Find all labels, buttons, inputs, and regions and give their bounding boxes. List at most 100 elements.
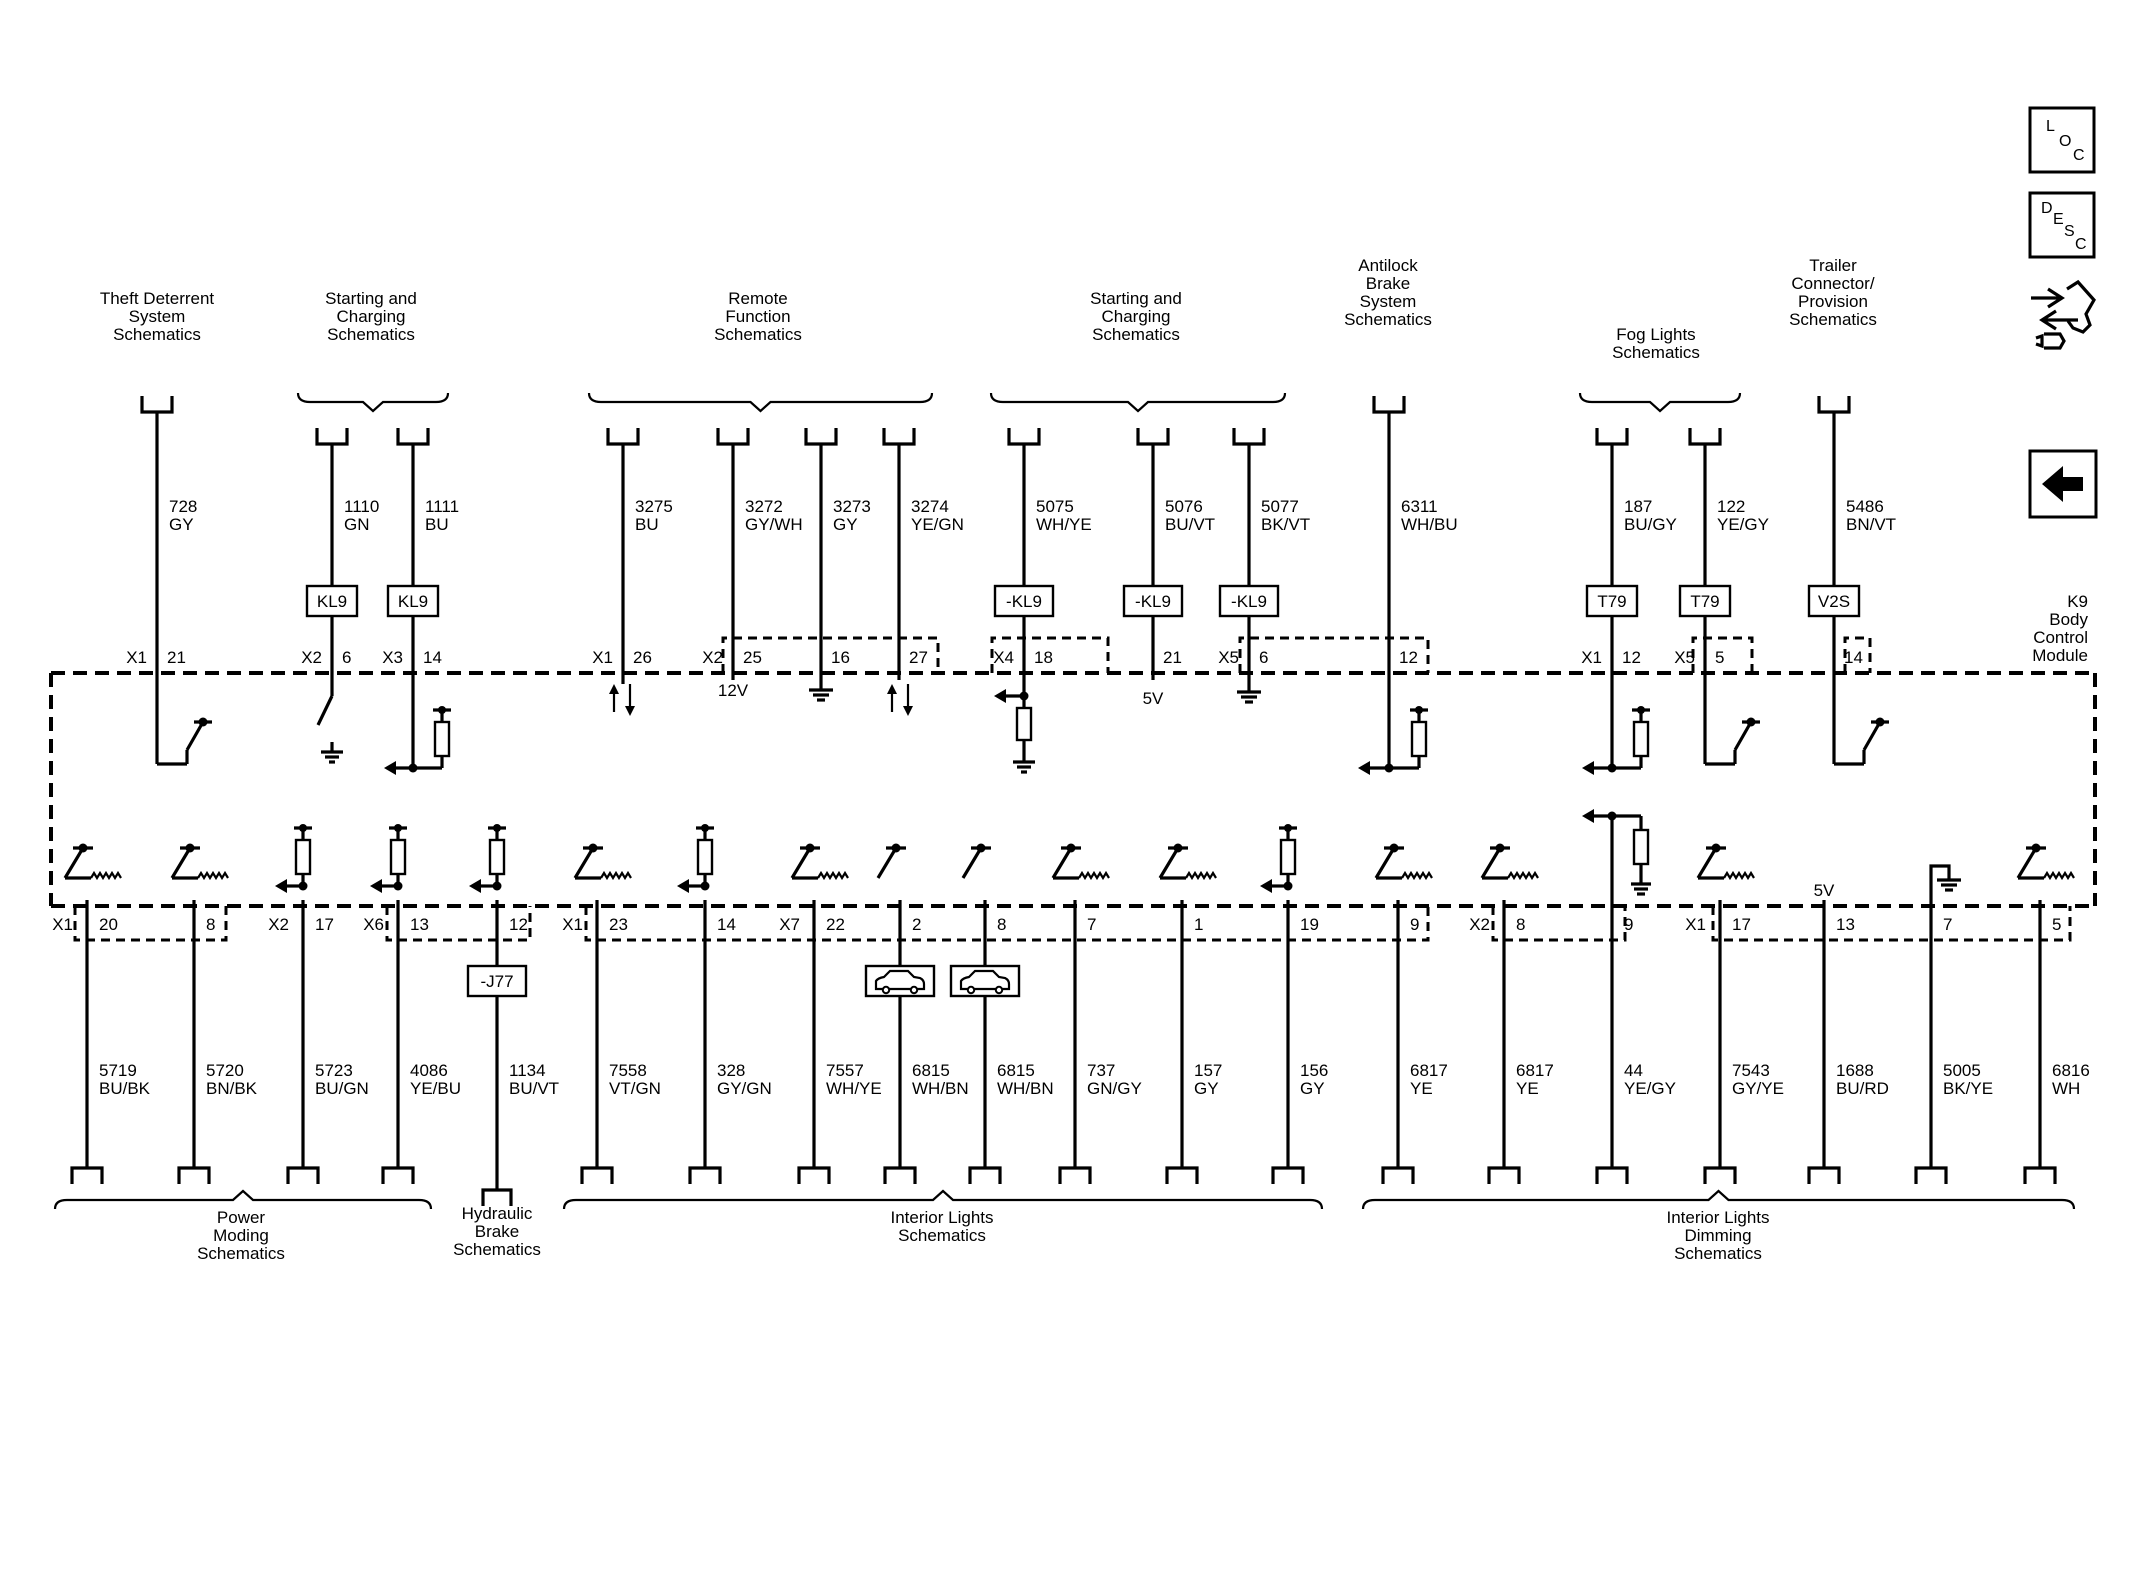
connector-id: X2 (702, 648, 723, 667)
resistor-symbol (696, 838, 714, 876)
description-button-letter: C (2075, 236, 2087, 253)
description-button-frame (2028, 191, 2096, 259)
pin-number: 13 (410, 915, 429, 934)
connector-outline (1711, 906, 2072, 942)
pwm-symbol (1507, 870, 1539, 881)
resistor-symbol (1279, 838, 1297, 876)
circuit-number: 5486 (1846, 497, 1884, 516)
option-code-box (1678, 584, 1732, 618)
option-code: T79 (1597, 592, 1626, 611)
pwm-symbol (1401, 870, 1433, 881)
pin-number: 23 (609, 915, 628, 934)
switch-blade (1862, 721, 1882, 751)
schematic-group-label: Charging (337, 307, 406, 326)
pwm-symbol (1723, 870, 1755, 881)
pin-number: 6 (1259, 648, 1268, 667)
option-code-box (1122, 584, 1184, 618)
connector-terminal (177, 1166, 211, 1184)
connector-tool-icon[interactable] (2031, 279, 2096, 350)
car-icon (959, 969, 1011, 991)
group-brace (296, 392, 450, 413)
location-button-letter: L (2046, 118, 2055, 135)
module-name: Body (2049, 610, 2088, 629)
schematic-group-label: Antilock (1358, 256, 1418, 275)
option-code: KL9 (317, 592, 347, 611)
circuit-number: 3274 (911, 497, 949, 516)
wire-color: BU/VT (509, 1079, 559, 1098)
connector-terminal (1165, 1166, 1199, 1184)
switch-blade (185, 721, 205, 751)
description-button-letter: D (2041, 200, 2053, 217)
arrow-left-icon (1582, 809, 1594, 823)
connector-terminal (716, 428, 750, 446)
option-code-box (386, 584, 440, 618)
connector-terminal (315, 428, 349, 446)
circuit-number: 44 (1624, 1061, 1643, 1080)
connector-id: X2 (1469, 915, 1490, 934)
pin-number: 8 (1516, 915, 1525, 934)
pin-number: 14 (423, 648, 442, 667)
connector-terminal (1487, 1166, 1521, 1184)
connector-terminal (2023, 1166, 2057, 1184)
circuit-number: 6815 (912, 1061, 950, 1080)
arrow-left-icon (275, 879, 287, 893)
group-brace (562, 1189, 1324, 1210)
tool-outline (2066, 279, 2096, 334)
schematic-group-label: System (1360, 292, 1417, 311)
wire-color: YE/GN (911, 515, 964, 534)
schematic-group-label: Schematics (898, 1226, 986, 1245)
connector-outline (721, 636, 940, 673)
pin-number: 7 (1087, 915, 1096, 934)
schematic-group-label: Brake (1366, 274, 1410, 293)
schematic-group-label: Schematics (197, 1244, 285, 1263)
connector-id: X5 (1218, 648, 1239, 667)
pin-number: 27 (909, 648, 928, 667)
connector-id: X1 (1685, 915, 1706, 934)
schematic-group-label: Starting and (325, 289, 417, 308)
pin-number: 25 (743, 648, 762, 667)
back-button-frame (2028, 449, 2098, 519)
pin-number: 20 (99, 915, 118, 934)
schematic-group-label: Schematics (1092, 325, 1180, 344)
wire-color: YE/BU (410, 1079, 461, 1098)
switch-blade (1374, 847, 1396, 879)
connector-outline (584, 906, 1430, 942)
pin-number: 7 (1943, 915, 1952, 934)
circuit-number: 728 (169, 497, 197, 516)
wire-color: WH (2052, 1079, 2080, 1098)
location-button[interactable]: LOC (2028, 106, 2096, 174)
connector-outline (73, 906, 228, 942)
module-name: Control (2033, 628, 2088, 647)
connector-terminal (1136, 428, 1170, 446)
voltage-label: 12V (718, 681, 749, 700)
connector-terminal (1914, 1166, 1948, 1184)
wire-color: WH/YE (826, 1079, 882, 1098)
wire-color: GY (1194, 1079, 1219, 1098)
wire-color: GY/YE (1732, 1079, 1784, 1098)
wire-color: WH/YE (1036, 515, 1092, 534)
circuit-number: 6817 (1410, 1061, 1448, 1080)
connector-id: X1 (52, 915, 73, 934)
connector-terminal (286, 1166, 320, 1184)
connector-terminal (883, 1166, 917, 1184)
circuit-number: 6816 (2052, 1061, 2090, 1080)
circuit-number: 3273 (833, 497, 871, 516)
pin-number: 16 (831, 648, 850, 667)
switch-blade (876, 847, 898, 879)
connector-terminal (1058, 1166, 1092, 1184)
pin-number: 17 (1732, 915, 1751, 934)
option-code: T79 (1690, 592, 1719, 611)
wire-color: BU (425, 515, 449, 534)
back-button[interactable] (2028, 449, 2098, 519)
schematic-group-label: Interior Lights (891, 1208, 994, 1227)
arrow-left-icon (1358, 761, 1370, 775)
circuit-number: 1688 (1836, 1061, 1874, 1080)
group-brace (53, 1189, 433, 1210)
circuit-number: 1110 (344, 497, 379, 516)
schematic-group-label: Schematics (327, 325, 415, 344)
schematic-group-label: Dimming (1684, 1226, 1751, 1245)
connector-id: X2 (301, 648, 322, 667)
pin-number: 18 (1034, 648, 1053, 667)
voltage-label: 5V (1143, 689, 1164, 708)
